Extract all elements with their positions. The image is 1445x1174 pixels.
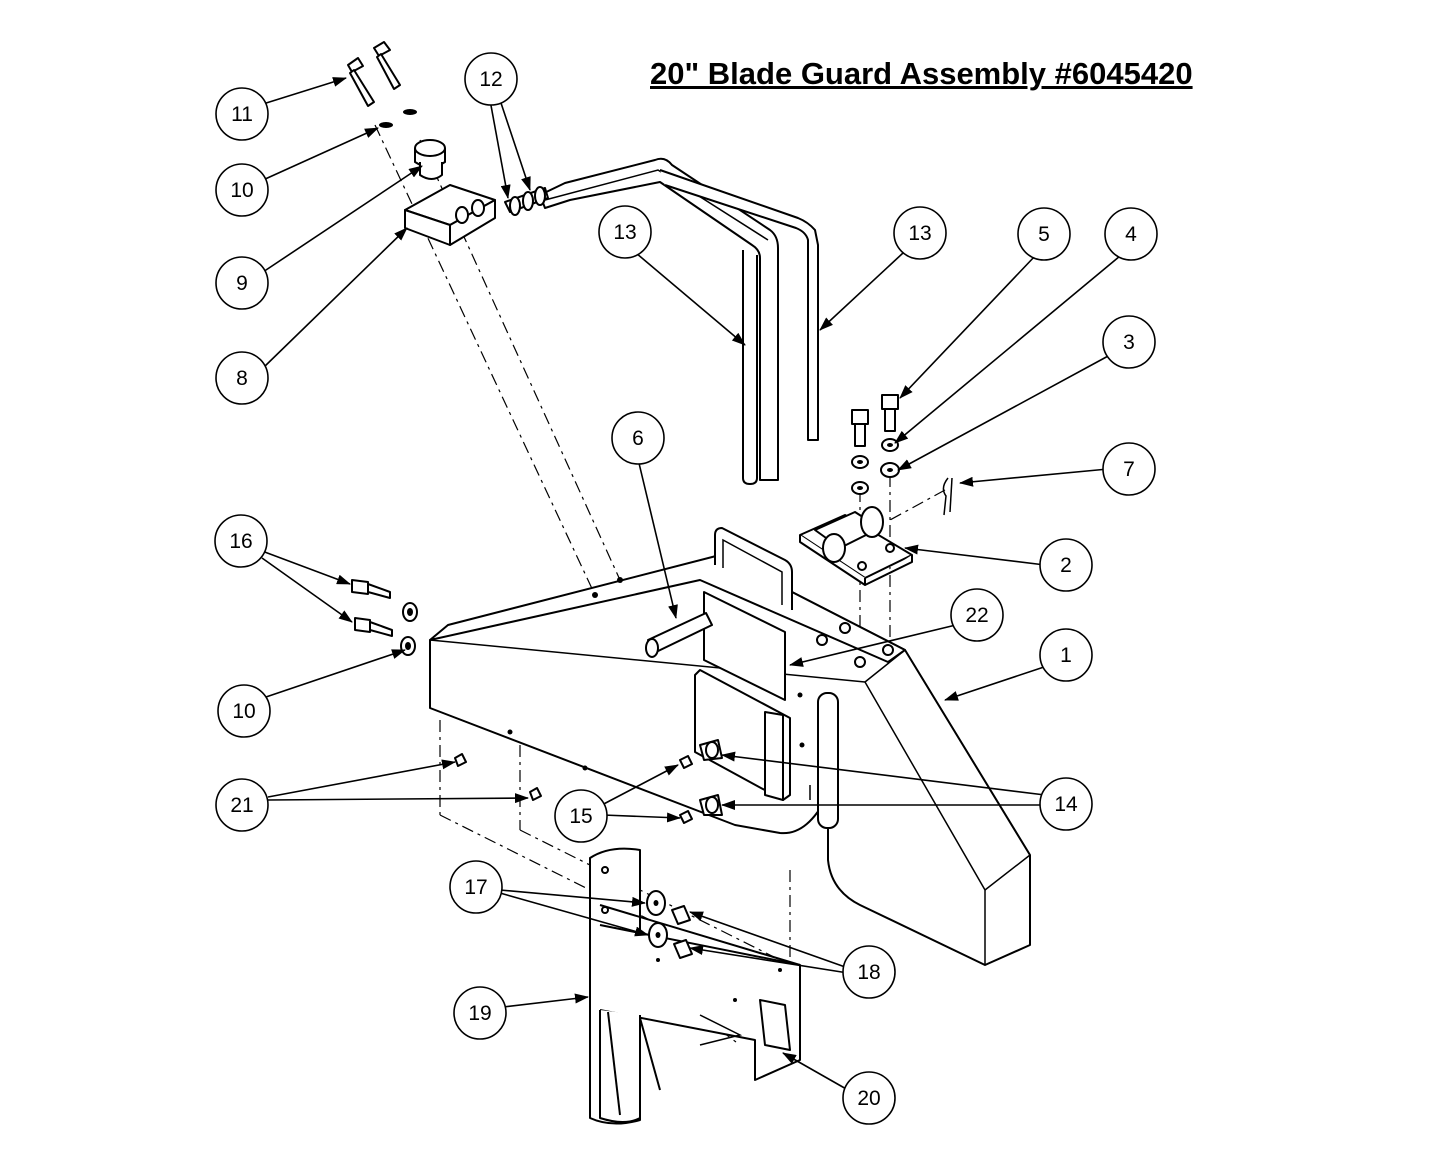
svg-text:12: 12 bbox=[479, 68, 502, 91]
callout-10-top: 10 bbox=[215, 163, 269, 217]
hitch-pin bbox=[942, 477, 953, 516]
callout-7: 7 bbox=[1102, 442, 1156, 496]
svg-text:3: 3 bbox=[1123, 331, 1135, 354]
callout-3: 3 bbox=[1102, 315, 1156, 369]
cable-clips bbox=[679, 739, 723, 824]
callout-13-left: 13 bbox=[598, 205, 652, 259]
svg-text:19: 19 bbox=[468, 1002, 491, 1025]
lower-hardware bbox=[646, 890, 693, 959]
callout-17: 17 bbox=[449, 860, 503, 914]
pivot-pin bbox=[645, 612, 713, 658]
guard-handle bbox=[714, 527, 793, 610]
svg-text:4: 4 bbox=[1125, 223, 1137, 246]
rubber-flap bbox=[699, 999, 791, 1051]
svg-text:13: 13 bbox=[613, 221, 636, 244]
guard-rod bbox=[539, 157, 819, 485]
callout-21: 21 bbox=[215, 778, 269, 832]
callout-11: 11 bbox=[215, 87, 269, 141]
svg-text:5: 5 bbox=[1038, 223, 1050, 246]
callout-4: 4 bbox=[1104, 207, 1158, 261]
lower-guard bbox=[589, 847, 801, 1125]
svg-text:17: 17 bbox=[464, 876, 487, 899]
svg-text:11: 11 bbox=[231, 103, 253, 126]
wear-plate bbox=[703, 591, 786, 701]
callout-14: 14 bbox=[1039, 777, 1093, 831]
side-bolts bbox=[351, 579, 418, 656]
callout-18: 18 bbox=[842, 945, 896, 999]
callout-10-bottom: 10 bbox=[217, 684, 271, 738]
block-screws bbox=[347, 41, 417, 128]
clamp-knob bbox=[414, 139, 446, 180]
callout-12: 12 bbox=[464, 52, 518, 106]
callout-5: 5 bbox=[1017, 207, 1071, 261]
svg-text:6: 6 bbox=[632, 427, 644, 450]
svg-text:2: 2 bbox=[1060, 554, 1072, 577]
callout-8: 8 bbox=[215, 351, 269, 405]
callouts: 11 10 9 8 12 13 13 5 4 3 7 6 2 16 22 1 1… bbox=[214, 52, 1158, 1125]
callout-9: 9 bbox=[215, 256, 269, 310]
svg-text:8: 8 bbox=[236, 367, 248, 390]
svg-text:15: 15 bbox=[569, 805, 592, 828]
hinge-bolts bbox=[851, 394, 900, 495]
callout-16: 16 bbox=[214, 514, 268, 568]
svg-text:18: 18 bbox=[857, 961, 880, 984]
svg-text:14: 14 bbox=[1054, 793, 1078, 816]
svg-text:1: 1 bbox=[1060, 644, 1072, 667]
leader-lines bbox=[261, 77, 1121, 1091]
svg-text:20: 20 bbox=[857, 1087, 880, 1110]
hinge-bracket bbox=[799, 506, 913, 586]
callout-19: 19 bbox=[453, 986, 507, 1040]
callout-15: 15 bbox=[554, 789, 608, 843]
svg-text:21: 21 bbox=[230, 794, 253, 817]
callout-6: 6 bbox=[611, 411, 665, 465]
slide-plate bbox=[694, 669, 805, 801]
callout-20: 20 bbox=[842, 1071, 896, 1125]
callout-1: 1 bbox=[1039, 628, 1093, 682]
callout-13-right: 13 bbox=[893, 206, 947, 260]
svg-text:22: 22 bbox=[965, 604, 988, 627]
small-screws bbox=[454, 753, 542, 801]
callout-2: 2 bbox=[1039, 538, 1093, 592]
callout-22: 22 bbox=[950, 588, 1004, 642]
page-title: 20" Blade Guard Assembly #6045420 bbox=[650, 56, 1193, 91]
rod-adjuster bbox=[504, 186, 549, 216]
svg-text:9: 9 bbox=[236, 272, 248, 295]
svg-text:10: 10 bbox=[232, 700, 255, 723]
svg-text:13: 13 bbox=[908, 222, 931, 245]
svg-text:16: 16 bbox=[229, 530, 252, 553]
mounting-block bbox=[404, 184, 496, 246]
svg-text:10: 10 bbox=[230, 179, 253, 202]
svg-text:7: 7 bbox=[1123, 458, 1135, 481]
